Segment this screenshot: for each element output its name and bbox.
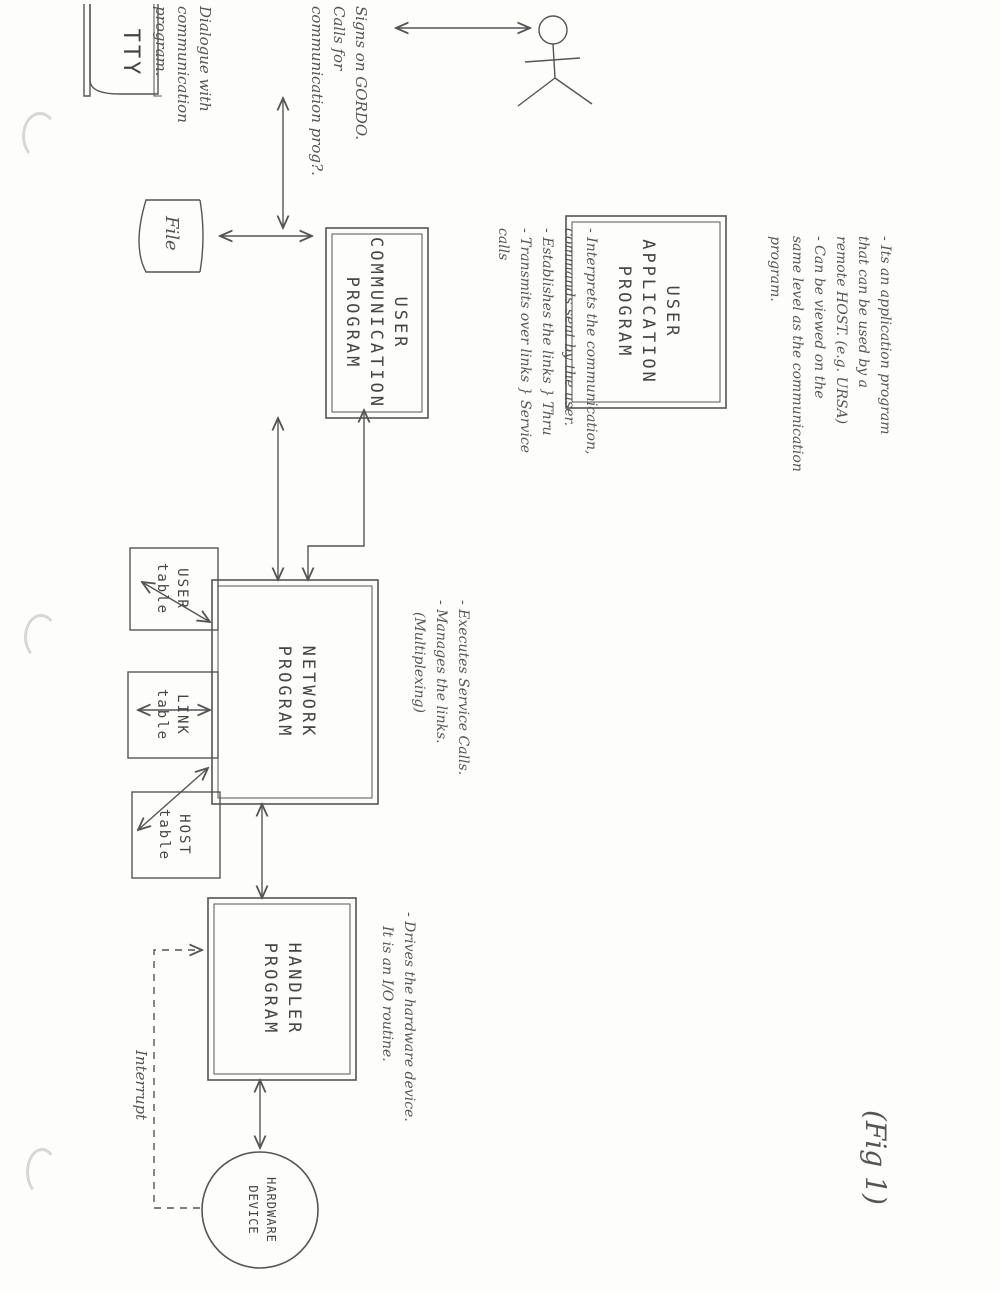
uap-notes: - Its an application program that can be… (764, 236, 896, 472)
ucp-label-line: COMMUNICATION (366, 236, 386, 410)
network-note-line: - Manages the links. (433, 600, 449, 744)
table-label-line: table (154, 688, 170, 742)
handler-note-line: It is an I/O routine. (379, 926, 395, 1062)
user-figure (517, 15, 593, 107)
interrupt-label: Interrupt (132, 1050, 150, 1121)
handler-label-line: PROGRAM (260, 942, 280, 1036)
network-notes: - Executes Service Calls. - Manages the … (408, 600, 474, 775)
ucp-label: USER COMMUNICATION PROGRAM (340, 234, 412, 412)
uap-label-line: PROGRAM (614, 265, 634, 359)
uap-label-line: USER (662, 285, 682, 339)
ucp-note-line: - Interprets the communication, (583, 228, 599, 455)
binder-hole-1 (22, 112, 58, 160)
user-table-label: USER table (152, 548, 192, 630)
handler-label: HANDLER PROGRAM (258, 904, 306, 1074)
network-note-line: - Executes Service Calls. (455, 600, 471, 776)
uap-note-line: - Its an application program (877, 236, 893, 435)
table-label-line: LINK (174, 694, 190, 736)
hardware-label: HARDWARE DEVICE (244, 1160, 280, 1260)
hardware-label-line: HARDWARE (264, 1177, 278, 1243)
file-label: File (161, 216, 182, 251)
signon-line: communication prog?. (308, 6, 326, 176)
uap-note-line: same level as the communication (789, 236, 805, 472)
signon-line: Signs on GORDO. (352, 6, 370, 141)
network-label: NETWORK PROGRAM (272, 586, 320, 798)
network-label-line: PROGRAM (274, 645, 294, 739)
uap-note-line: program. (767, 236, 783, 302)
network-label-line: NETWORK (298, 645, 318, 739)
table-label-line: table (154, 562, 170, 616)
signon-line: program. (152, 6, 170, 77)
uap-label-line: APPLICATION (638, 239, 658, 385)
ucp-note-line: - Establishes the links } Thru (539, 228, 555, 436)
network-note-line: (Multiplexing) (411, 612, 427, 713)
handler-notes: - Drives the hardware device. It is an I… (376, 912, 420, 1122)
signon-line: Dialogue with (196, 6, 214, 112)
host-table-label: HOST table (154, 792, 194, 878)
tty-terminal-shape (83, 4, 162, 97)
uap-note-line: - Can be viewed on the (811, 236, 827, 399)
ucp-note-line: calls (495, 228, 511, 261)
ucp-note-line: - Transmits over links } Service (517, 228, 533, 454)
uap-note-line: that can be used by a (855, 236, 871, 388)
binder-hole-2 (24, 614, 58, 660)
signon-dialogue-note: Dialogue with communication program. (150, 6, 216, 123)
uap-note-line: remote HOST. (e.g. URSA) (833, 236, 849, 425)
link-table-label: LINK table (152, 672, 192, 758)
ucp-label-line: USER (390, 296, 410, 350)
signon-note: Signs on GORDO. Calls for communication … (306, 6, 372, 176)
tty-label: TTY (118, 28, 143, 78)
hardware-label-line: DEVICE (246, 1185, 260, 1235)
uap-label: USER APPLICATION PROGRAM (612, 222, 684, 402)
handler-label-line: HANDLER (284, 942, 304, 1036)
figure-label: (Fig 1) (859, 1110, 892, 1205)
table-label-line: table (156, 808, 172, 862)
binder-hole-3 (26, 1148, 58, 1196)
ucp-label-line: PROGRAM (342, 276, 362, 370)
signon-line: communication (174, 6, 192, 123)
table-label-line: USER (174, 568, 190, 610)
signon-line: Calls for (330, 6, 348, 71)
handler-note-line: - Drives the hardware device. (401, 912, 417, 1122)
table-label-line: HOST (176, 814, 192, 856)
ucp-note-line: commands sent by the user. (561, 228, 577, 427)
ucp-notes: - Interprets the communication, commands… (492, 228, 602, 454)
